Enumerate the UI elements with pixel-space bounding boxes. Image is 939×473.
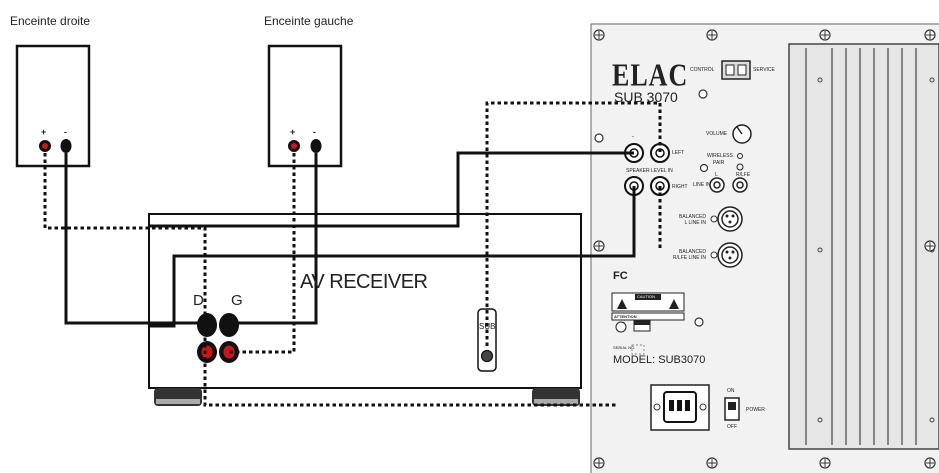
subwoofer-heatsink <box>788 43 939 450</box>
caution-text: CAUTION <box>637 294 655 299</box>
av-receiver-body <box>148 213 582 389</box>
left-speaker-label: Enceinte gauche <box>264 14 354 28</box>
wire-left-speaker-level <box>149 151 634 228</box>
speaker-level-in-label: SPEAKER LEVEL IN <box>626 168 673 174</box>
model-label: MODEL: SUB3070 <box>613 354 706 366</box>
fc-logo: FC <box>613 270 628 282</box>
service-label: SERVICE <box>753 67 775 73</box>
wire-right-speaker-plus <box>43 153 617 407</box>
left-input-label: LEFT <box>672 150 685 156</box>
wire-left-speaker-plus <box>229 153 296 354</box>
balanced-rlfe-label: BALANCED R/LFE LINE IN <box>672 249 706 261</box>
wire-right-speaker-minus <box>64 153 207 325</box>
volume-label: VOLUME <box>706 131 728 137</box>
balanced-xlr-inputs <box>717 206 743 268</box>
speaker-level-minus-label: - <box>632 134 634 140</box>
brand-logo: ELAC <box>612 58 689 93</box>
receiver-out-g-label: G <box>231 292 243 309</box>
wire-right-speaker-level <box>149 186 636 328</box>
line-in-label: LINE IN <box>693 182 711 188</box>
wire-left-speaker-minus <box>229 153 318 325</box>
cert-logo <box>615 321 627 333</box>
left-speaker-minus-terminal <box>310 139 322 153</box>
receiver-d-minus-terminal <box>197 313 217 337</box>
off-label: OFF <box>727 424 737 430</box>
serial-label: SERIAL NO. <box>613 345 636 350</box>
receiver-g-minus-terminal <box>219 313 239 337</box>
receiver-sub-jack <box>480 349 494 363</box>
right-speaker-cabinet <box>15 44 91 168</box>
power-label: POWER <box>746 407 765 413</box>
right-speaker-plus-label: + <box>41 127 47 137</box>
pair-label: PAIR <box>713 160 725 166</box>
line-in-rlfe-label: R/LFE <box>736 172 751 178</box>
left-speaker-plus-label: + <box>290 127 296 137</box>
control-label: CONTROL <box>690 67 715 73</box>
line-in-l-label: L <box>715 172 718 178</box>
model-heading: SUB 3070 <box>614 89 678 105</box>
caution-label <box>611 292 685 312</box>
receiver-sub-label: SUB <box>479 322 496 331</box>
receiver-out-d-label: D <box>193 292 204 309</box>
line-in-jacks <box>709 177 748 193</box>
right-speaker-minus-label: - <box>64 127 67 137</box>
pair-button <box>736 163 744 171</box>
left-speaker-minus-label: - <box>313 127 316 137</box>
attention-text: ATTENTION <box>614 314 637 319</box>
right-speaker-label: Enceinte droite <box>10 14 91 28</box>
receiver-title: AV RECEIVER <box>300 271 428 293</box>
pair-led <box>737 153 743 159</box>
right-input-label: RIGHT <box>672 184 688 190</box>
left-speaker-cabinet <box>267 44 343 168</box>
on-label: ON <box>727 388 735 394</box>
wireless-label: WIRELESS <box>707 153 733 159</box>
balanced-l-label: BALANCED L LINE IN <box>679 214 706 226</box>
right-speaker-minus-terminal <box>60 139 72 153</box>
